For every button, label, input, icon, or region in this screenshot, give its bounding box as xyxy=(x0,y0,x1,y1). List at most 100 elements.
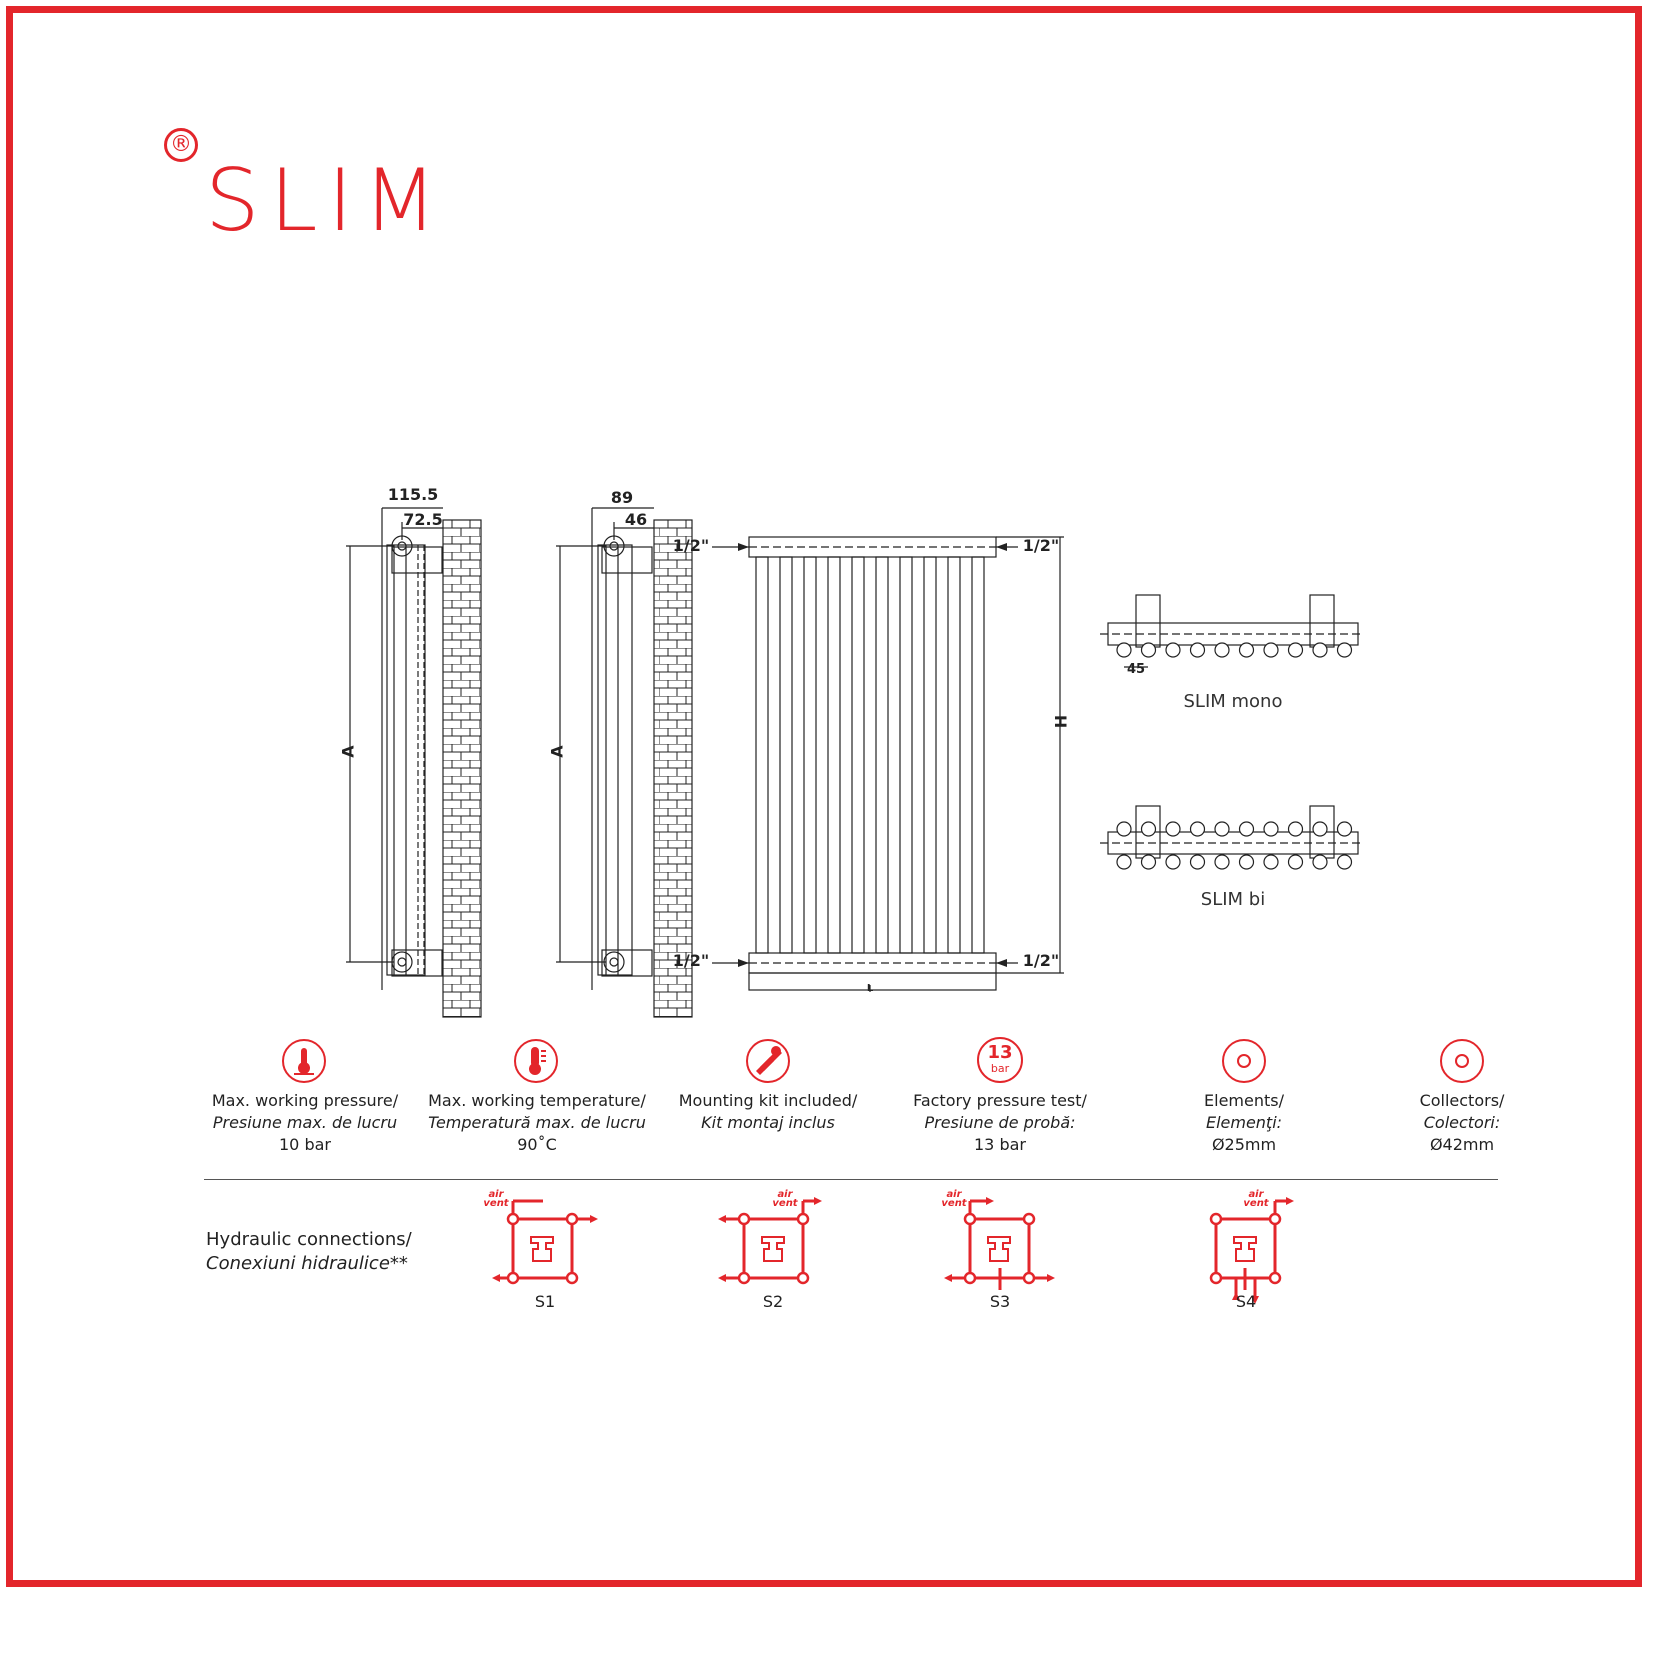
radiator-tube xyxy=(851,556,865,954)
element-circle xyxy=(1312,854,1328,870)
element-circle xyxy=(1287,821,1304,837)
spec-mounting-title: Mounting kit included/ xyxy=(678,1091,858,1110)
side-view-1 xyxy=(346,507,482,1018)
element-circle xyxy=(1165,642,1181,658)
scheme-label-s1: S1 xyxy=(534,1292,556,1311)
mono-pitch: 45 xyxy=(1126,662,1146,677)
spec-pressure-subtitle: Presiune max. de lucru xyxy=(212,1113,398,1132)
spec-elements-title: Elements/ xyxy=(1204,1091,1284,1110)
element-circle xyxy=(1189,642,1206,658)
front-dim-width: L xyxy=(866,983,874,994)
pressure-test-icon: 13 bar xyxy=(977,1037,1023,1083)
element-circle xyxy=(1238,642,1255,658)
element-circle xyxy=(1116,854,1132,870)
pressure-gauge-icon xyxy=(282,1039,326,1083)
spec-pressure-test-value: 13 bar xyxy=(974,1135,1026,1154)
spec-elements-subtitle: Elemenţi: xyxy=(1205,1113,1283,1132)
hydraulic-connections-title: Hydraulic connections/ Conexiuni hidraul… xyxy=(206,1228,412,1276)
element-circle xyxy=(1336,821,1353,837)
scheme-label-s4: S4 xyxy=(1235,1292,1257,1311)
air-vent-s1-line1: air xyxy=(488,1189,504,1200)
bi-caption: SLIM bi xyxy=(1200,889,1266,910)
air-vent-s4-line1: air xyxy=(1248,1189,1264,1200)
side1-dim-height: A xyxy=(338,745,358,758)
element-circle xyxy=(1287,854,1304,870)
element-circle xyxy=(1140,821,1157,837)
element-circle xyxy=(1336,854,1353,870)
spec-pressure-test-subtitle: Presiune de probă: xyxy=(924,1113,1076,1132)
element-circle xyxy=(1116,821,1132,837)
spec-collectors-title: Collectors/ xyxy=(1419,1091,1505,1110)
radiator-tube xyxy=(923,556,937,954)
pressure-test-icon-unit: bar xyxy=(990,1062,1010,1075)
element-circle xyxy=(1312,821,1328,837)
spec-temperature-subtitle: Temperatură max. de lucru xyxy=(428,1113,646,1132)
element-circle xyxy=(1214,821,1230,837)
collector-circle-icon xyxy=(1440,1039,1484,1083)
element-circle xyxy=(1263,642,1279,658)
spec-mounting-kit: Mounting kit included/ Kit montaj inclus xyxy=(658,1090,878,1134)
spec-temperature-value: 90˚C xyxy=(517,1135,557,1154)
element-circle xyxy=(1165,821,1181,837)
side2-dim-height: A xyxy=(547,745,567,758)
element-circle-icon xyxy=(1222,1039,1266,1083)
radiator-tube xyxy=(755,556,769,954)
spec-collectors: Collectors/ Colectori: Ø42mm xyxy=(1352,1090,1572,1156)
air-vent-s3-line2: vent xyxy=(941,1198,967,1209)
scheme-label-s3: S3 xyxy=(989,1292,1011,1311)
page-frame xyxy=(6,6,1642,1587)
scheme-s1 xyxy=(498,1199,592,1280)
spec-pressure: Max. working pressure/ Presiune max. de … xyxy=(195,1090,415,1156)
scheme-s2 xyxy=(724,1199,818,1280)
side1-dim-inner: 72.5 xyxy=(403,510,443,529)
side1-dim-outer: 115.5 xyxy=(387,485,439,504)
air-vent-s3-line1: air xyxy=(946,1189,962,1200)
element-circle xyxy=(1238,854,1255,870)
spec-elements-value: Ø25mm xyxy=(1211,1135,1277,1154)
slim-bi-plan xyxy=(1100,805,1364,870)
element-circle xyxy=(1214,854,1230,870)
front-conn-bottom-left: 1/2" xyxy=(672,951,710,970)
air-vent-s2-line1: air xyxy=(777,1189,793,1200)
spec-pressure-title: Max. working pressure/ xyxy=(211,1091,399,1110)
spec-pressure-value: 10 bar xyxy=(279,1135,331,1154)
spec-collectors-subtitle: Colectori: xyxy=(1423,1113,1501,1132)
hydraulic-schemes xyxy=(498,1199,1290,1298)
air-vent-s4-line2: vent xyxy=(1243,1198,1269,1209)
element-circle xyxy=(1214,642,1230,658)
element-circle xyxy=(1140,854,1157,870)
radiator-tube xyxy=(803,556,817,954)
element-circle xyxy=(1263,854,1279,870)
spec-elements: Elements/ Elemenţi: Ø25mm xyxy=(1134,1090,1354,1156)
front-conn-bottom-right: 1/2" xyxy=(1022,951,1060,970)
section-divider xyxy=(204,1179,1498,1180)
registered-mark: ® xyxy=(164,128,198,162)
spec-collectors-value: Ø42mm xyxy=(1429,1135,1495,1154)
side2-dim-outer: 89 xyxy=(610,488,634,507)
spec-pressure-test: Factory pressure test/ Presiune de probă… xyxy=(890,1090,1110,1156)
side-view-2 xyxy=(556,507,693,1018)
side2-dim-inner: 46 xyxy=(624,510,648,529)
element-circle xyxy=(1238,821,1255,837)
radiator-tube xyxy=(947,556,961,954)
air-vent-s1-line2: vent xyxy=(483,1198,509,1209)
mono-caption: SLIM mono xyxy=(1183,691,1283,712)
spec-temperature: Max. working temperature/ Temperatură ma… xyxy=(426,1090,648,1156)
element-circle xyxy=(1116,642,1132,658)
element-circle xyxy=(1189,854,1206,870)
element-circle xyxy=(1263,821,1279,837)
front-conn-top-right: 1/2" xyxy=(1022,536,1060,555)
scheme-label-s2: S2 xyxy=(762,1292,784,1311)
element-circle xyxy=(1287,642,1304,658)
front-dim-height: H xyxy=(1051,714,1071,729)
element-circle xyxy=(1165,854,1181,870)
radiator-tube xyxy=(899,556,913,954)
pressure-test-icon-number: 13 xyxy=(987,1042,1013,1063)
radiator-tube xyxy=(779,556,793,954)
element-circle xyxy=(1189,821,1206,837)
spec-temperature-title: Max. working temperature/ xyxy=(428,1091,646,1110)
